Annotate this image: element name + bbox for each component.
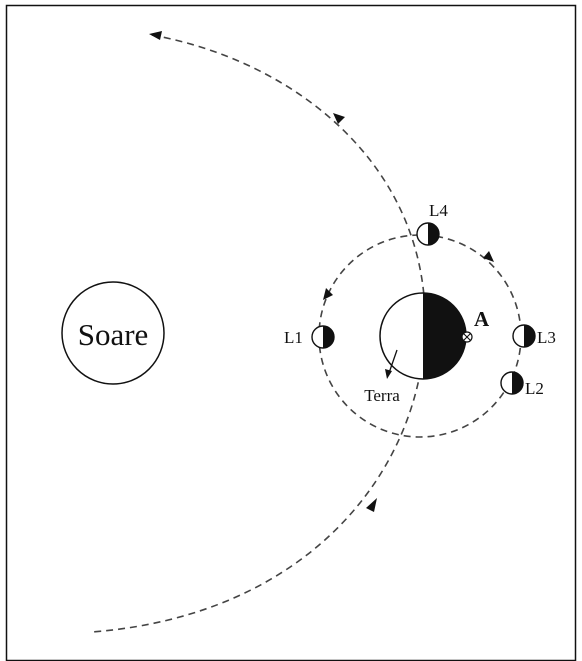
l4-label: L4 <box>429 201 448 220</box>
arrowhead-icon <box>483 251 494 262</box>
half-moon-icon <box>311 325 335 349</box>
l2-label: L2 <box>525 379 544 398</box>
arrowhead-icon <box>323 288 333 300</box>
terra-pointer-line <box>388 349 398 374</box>
sun-label: Soare <box>78 317 149 352</box>
l1-label: L1 <box>284 328 303 347</box>
arrowhead-icon <box>366 498 377 512</box>
arrowhead-icon <box>149 31 162 40</box>
earth-label: Terra <box>364 386 400 405</box>
half-moon-icon <box>416 222 440 246</box>
half-moon-icon <box>500 371 524 395</box>
sun-circle <box>61 281 165 385</box>
arrowhead-icon <box>385 369 392 379</box>
half-moon-icon <box>512 324 536 348</box>
point-a-label: A <box>474 307 490 331</box>
l3-label: L3 <box>537 328 556 347</box>
circle-cross-icon <box>461 331 473 343</box>
earth <box>379 292 467 380</box>
earth-orbit-path <box>91 34 426 633</box>
arrowhead-icon <box>333 113 345 124</box>
